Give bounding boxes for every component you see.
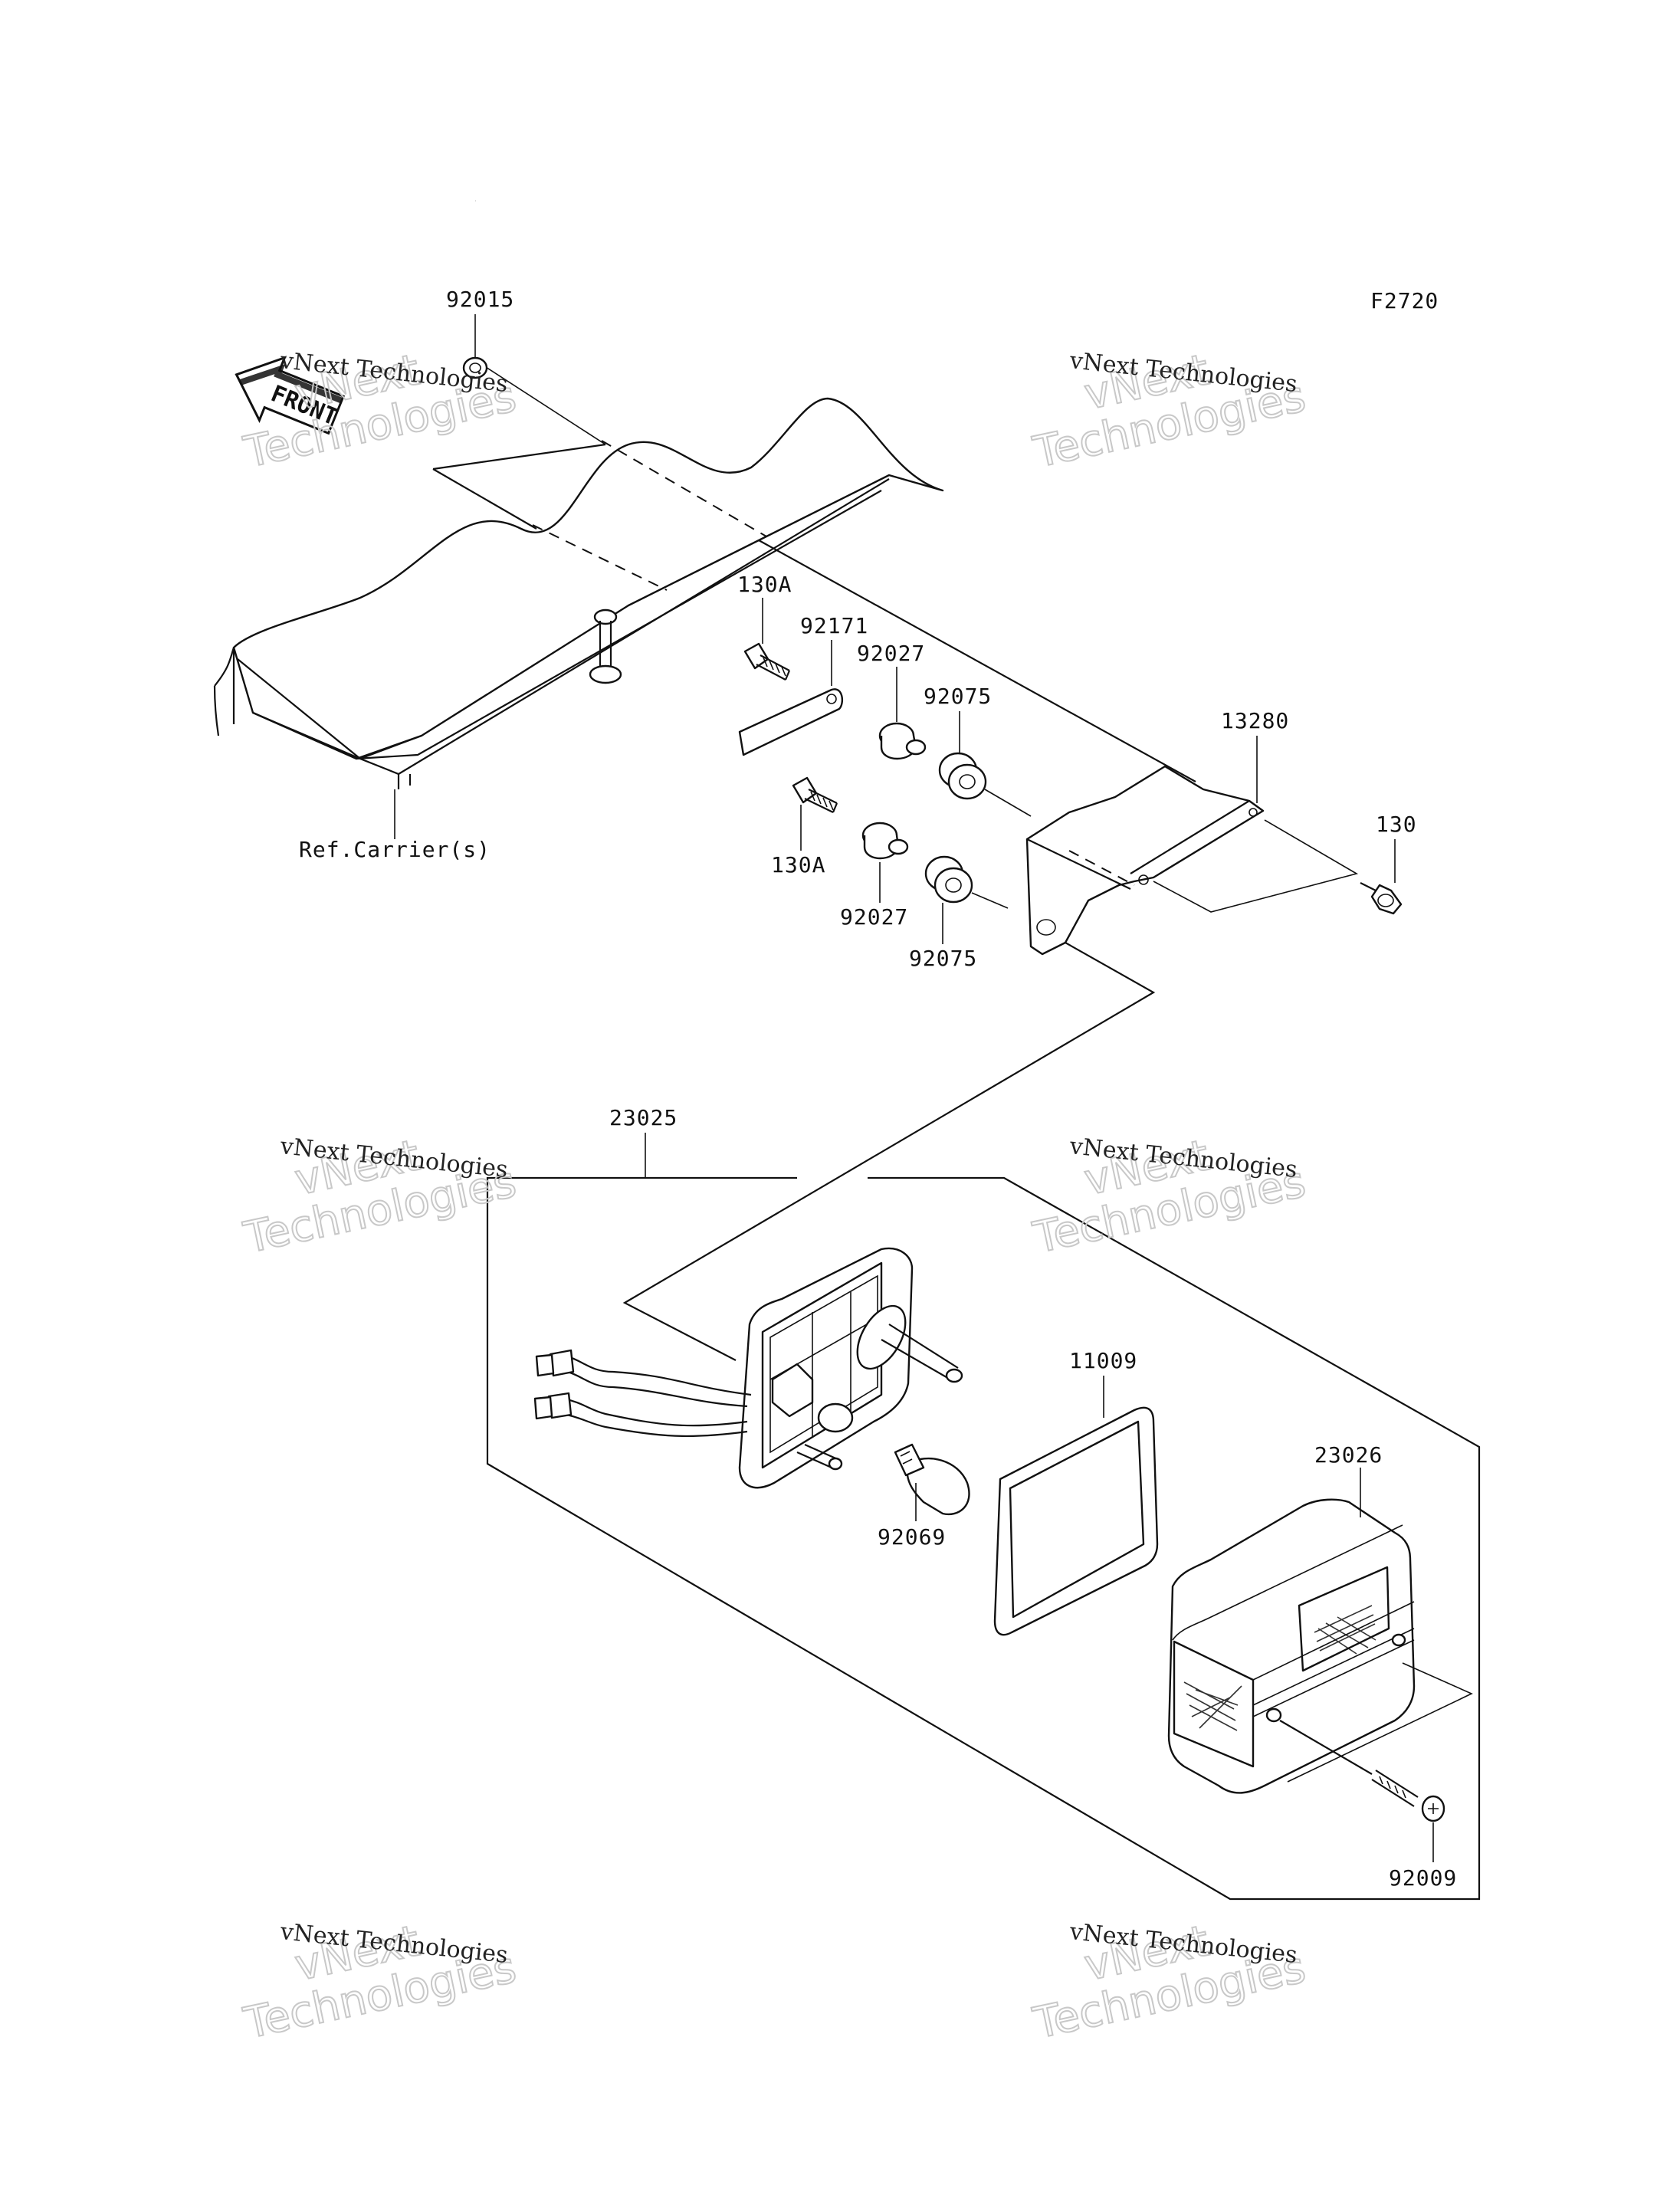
bracket-13280	[1025, 736, 1359, 956]
callout-92027-bottom: 92027	[840, 904, 908, 930]
watermark-mid-right: vNext Technologies	[1029, 1130, 1311, 1264]
assembly-frame-23025	[486, 1176, 1481, 1901]
lens-mesh-pattern	[1183, 1605, 1376, 1731]
leader-bracket-lamp	[622, 942, 1156, 1361]
grommet-92075-bottom	[924, 855, 1009, 944]
diagram-code: F2720	[1370, 288, 1439, 313]
strap-92171	[738, 640, 844, 756]
lamp-base	[533, 1247, 963, 1489]
bolt-130a-top	[743, 598, 791, 681]
grommet-92075-top	[938, 711, 1032, 817]
bulb-92069	[894, 1443, 970, 1521]
callout-labels: 92015 130A 92171 92027 92075 13280 130 1…	[446, 287, 1457, 1891]
bolt-130a-bottom	[792, 776, 838, 851]
callout-130a-top: 130A	[737, 572, 792, 597]
carrier-illustration	[213, 359, 944, 789]
callout-130: 130	[1376, 812, 1417, 837]
callout-92171: 92171	[800, 613, 868, 638]
bolt-130	[1360, 839, 1403, 915]
screw-92009	[1279, 1720, 1445, 1862]
callout-92027-top: 92027	[857, 641, 925, 666]
watermark-bottom-left: vNext Technologies	[239, 1915, 521, 2049]
callout-23026: 23026	[1314, 1442, 1383, 1468]
callout-11009: 11009	[1069, 1348, 1137, 1373]
gasket-11009	[993, 1376, 1159, 1636]
callout-92015: 92015	[446, 287, 514, 312]
callout-92075-bottom: 92075	[909, 946, 977, 971]
reference-label: Ref.Carrier(s)	[299, 837, 491, 862]
watermark-mid-left: vNext Technologies	[239, 1130, 521, 1264]
callout-13280: 13280	[1221, 708, 1289, 733]
lens-23026	[1167, 1468, 1473, 1794]
callout-92075-top: 92075	[924, 684, 992, 709]
nut-92015	[462, 314, 488, 379]
callout-92009: 92009	[1389, 1865, 1457, 1891]
callout-130a-bottom: 130A	[771, 852, 825, 877]
callout-23025: 23025	[609, 1105, 678, 1130]
collar-92027-top	[878, 667, 927, 760]
callout-92069: 92069	[878, 1524, 946, 1550]
watermark-top-right: vNext Technologies	[1029, 344, 1311, 478]
collar-92027-bottom	[861, 822, 909, 903]
leader-carrier-bracket	[758, 540, 1196, 782]
watermark-bottom-right: vNext Technologies	[1029, 1915, 1311, 2049]
